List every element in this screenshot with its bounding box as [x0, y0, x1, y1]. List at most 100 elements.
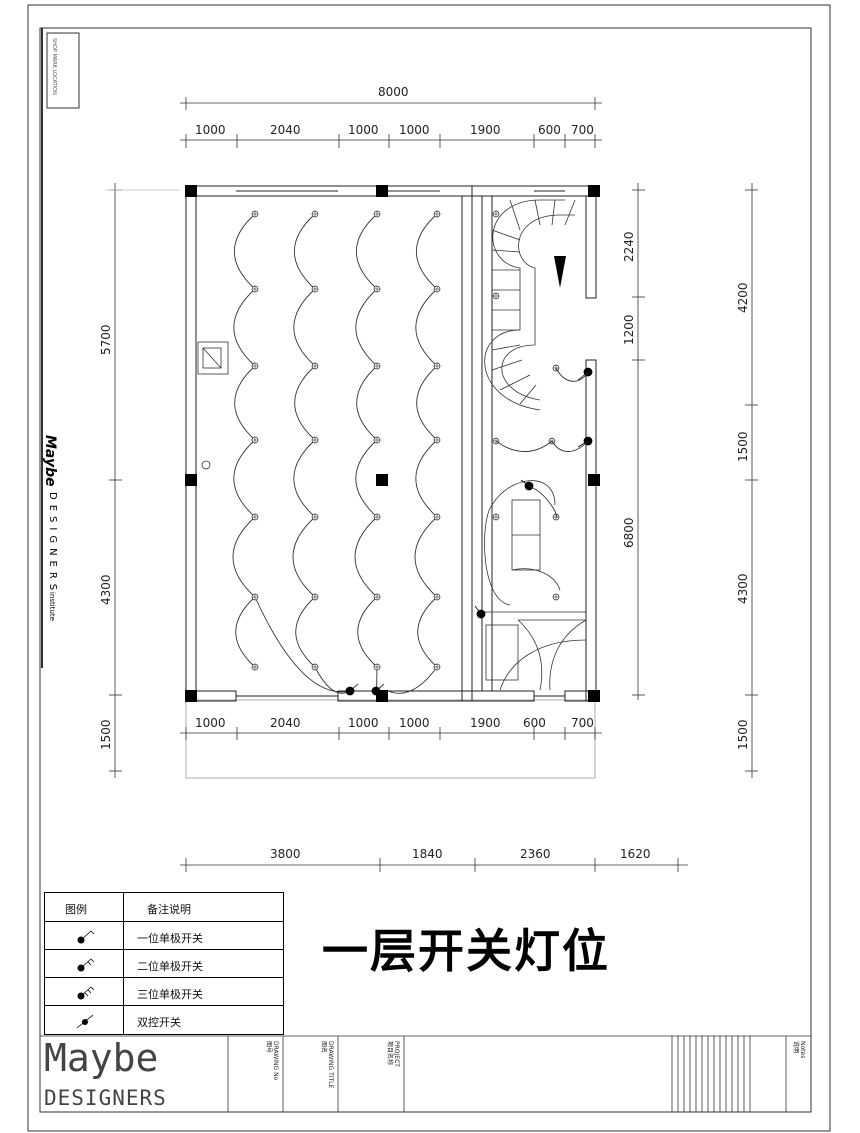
- dim-left-3: 1500: [99, 719, 113, 750]
- ceiling-light-icon: [492, 292, 500, 300]
- circuit-arc: [387, 666, 438, 694]
- side-brand-tail: institute: [48, 592, 56, 621]
- ceiling-light-icon: [433, 593, 441, 601]
- dim-top-5: 1900: [470, 123, 501, 137]
- ceiling-light-icon: [433, 285, 441, 293]
- ceiling-lights: [251, 210, 560, 671]
- ceiling-light-icon: [373, 436, 381, 444]
- ceiling-light-icon: [373, 593, 381, 601]
- circuit-arc: [233, 439, 256, 518]
- legend-label: 一位单极开关: [137, 932, 203, 945]
- dim-lower-3: 2360: [520, 847, 551, 861]
- legend-header-symbol: 图例: [65, 903, 87, 916]
- dim-right-outer-3: 4300: [736, 573, 750, 604]
- ceiling-light-icon: [373, 210, 381, 218]
- circuit-arc: [294, 365, 316, 441]
- right-dimensions: [632, 183, 758, 778]
- switch-points: [345, 367, 593, 696]
- bottom-dimensions: [180, 727, 688, 872]
- ceiling-light-icon: [251, 593, 259, 601]
- stamp-text: SHOP MARK LOCATION: [51, 38, 57, 95]
- legend-row: 双控开关: [45, 1005, 283, 1034]
- dim-right-inner-2: 1200: [622, 314, 636, 345]
- ceiling-light-icon: [552, 593, 560, 601]
- drawing-no-label: DRAWING No: [272, 1041, 279, 1081]
- dim-top-6: 600: [538, 123, 561, 137]
- ceiling-light-icon: [492, 210, 500, 218]
- circuit-arc: [414, 516, 438, 598]
- dim-bot-7: 700: [571, 716, 594, 730]
- ceiling-light-icon: [492, 513, 500, 521]
- dim-right-inner-1: 2240: [622, 231, 636, 262]
- notes-label: Notes: [799, 1041, 806, 1059]
- two-way-switch-icon: [76, 1014, 94, 1029]
- lighting-circuits: [232, 213, 438, 694]
- three-gang-switch-icon: [77, 986, 95, 1000]
- dim-top-1: 1000: [195, 123, 226, 137]
- dim-lower-2: 1840: [412, 847, 443, 861]
- ceiling-light-icon: [251, 663, 259, 671]
- circuit-arc: [293, 213, 316, 290]
- two-gang-switch-icon: [77, 958, 95, 972]
- dim-bot-1: 1000: [195, 716, 226, 730]
- circuit-arc: [233, 213, 256, 290]
- circuit-arc: [292, 516, 316, 598]
- ceiling-light-icon: [311, 593, 319, 601]
- circuit-arc: [415, 439, 438, 518]
- floor-plan-walls: [185, 185, 597, 702]
- outer-border: [27, 4, 831, 1132]
- circuit-arc: [355, 439, 378, 518]
- legend-row: 二位单极开关: [45, 949, 283, 978]
- inner-border: [39, 27, 812, 1113]
- title-block: [40, 1035, 811, 1112]
- ceiling-light-icon: [433, 362, 441, 370]
- dim-bot-3: 1000: [348, 716, 379, 730]
- notes-label-cn: 说明: [792, 1041, 799, 1054]
- ceiling-light-icon: [311, 663, 319, 671]
- ceiling-light-icon: [373, 663, 381, 671]
- legend-table: 图例 备注说明 一位单极开关 二位单极开关 三位单极开关 双控开关: [44, 892, 284, 1035]
- dim-top-7: 700: [571, 123, 594, 137]
- circuit-arc: [254, 596, 351, 693]
- dim-right-outer-4: 1500: [736, 719, 750, 750]
- ceiling-light-icon: [311, 513, 319, 521]
- legend-label: 二位单极开关: [137, 960, 203, 973]
- ceiling-light-icon: [311, 285, 319, 293]
- circuit-arc: [314, 666, 351, 694]
- circuit-arc: [355, 213, 378, 290]
- dim-bot-6: 600: [523, 716, 546, 730]
- drawing-title-label: DRAWING TITLE: [327, 1041, 334, 1089]
- dim-right-outer-1: 4200: [736, 282, 750, 313]
- ceiling-light-icon: [251, 362, 259, 370]
- circuit-arc: [234, 365, 256, 441]
- bathroom-fixtures: [482, 480, 587, 691]
- circuit-arc: [293, 439, 316, 518]
- legend-row: 一位单极开关: [45, 921, 283, 950]
- legend-divider: [123, 893, 124, 1034]
- ceiling-light-icon: [251, 513, 259, 521]
- circuit-arc: [354, 516, 378, 598]
- logo-text: Maybe: [44, 1036, 159, 1080]
- circuit-arc: [295, 596, 316, 668]
- dim-lower-4: 1620: [620, 847, 651, 861]
- ceiling-light-icon: [311, 436, 319, 444]
- dim-left-1: 5700: [99, 324, 113, 355]
- ceiling-light-icon: [373, 285, 381, 293]
- side-brand-sub: DESIGNERS: [47, 492, 58, 596]
- ceiling-light-icon: [373, 513, 381, 521]
- dim-bot-2: 2040: [270, 716, 301, 730]
- one-gang-switch-icon: [77, 930, 95, 944]
- drawing-title: 一层开关灯位: [322, 924, 610, 978]
- dim-right-inner-3: 6800: [622, 517, 636, 548]
- stair-arrow-icon: [554, 256, 566, 288]
- top-dimensions: [180, 97, 602, 148]
- circuit-arc: [293, 288, 316, 367]
- circuit-arc: [356, 365, 378, 441]
- drawing-title-label-cn: 图名: [320, 1041, 327, 1054]
- circuit-arc: [415, 288, 438, 367]
- circuit-arc: [417, 596, 438, 668]
- right-room-lights: [495, 367, 589, 518]
- legend-header-note: 备注说明: [147, 903, 191, 916]
- ceiling-light-icon: [433, 663, 441, 671]
